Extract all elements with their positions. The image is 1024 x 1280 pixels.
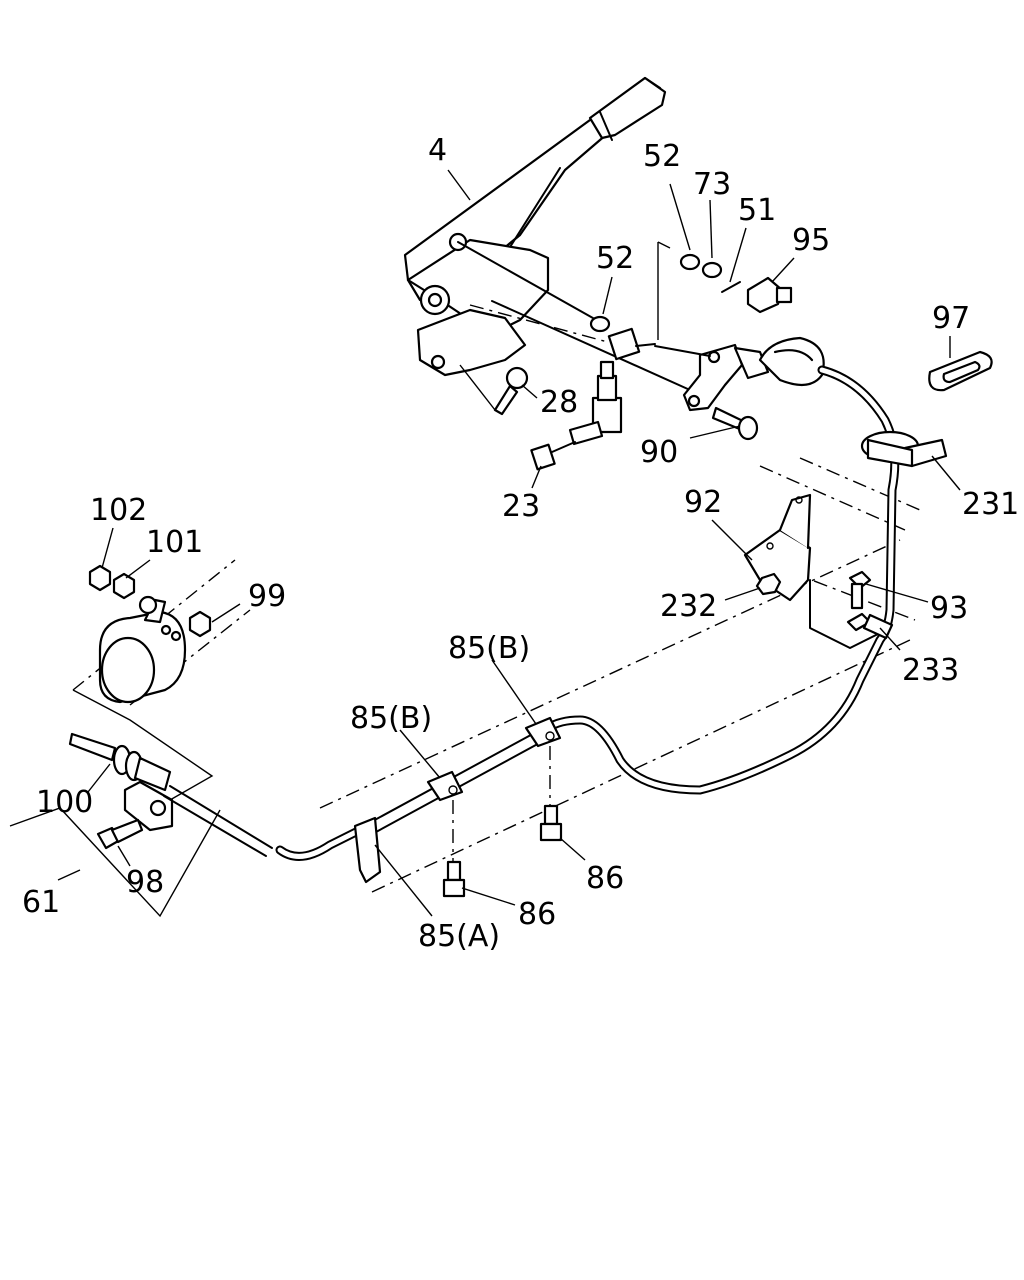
leader-lines [9, 169, 961, 918]
front-cable-61 [68, 729, 546, 861]
label-232: 232 [660, 589, 717, 624]
parking-brake-lever [403, 76, 691, 411]
nut-99 [188, 610, 212, 638]
brake-switch [530, 360, 623, 471]
label-90: 90 [640, 435, 678, 470]
label-85a: 85(A) [418, 919, 500, 954]
label-101: 101 [146, 525, 203, 560]
clip-85a [353, 816, 382, 884]
bolt-86-a [442, 800, 466, 898]
label-97: 97 [932, 301, 970, 336]
label-86-b: 86 [586, 861, 624, 896]
label-51: 51 [738, 193, 776, 228]
grommet-97 [928, 350, 993, 392]
label-86-a: 86 [518, 897, 556, 932]
clip-85b-2 [524, 716, 562, 748]
callout-labels: 4 52 73 51 95 52 97 28 90 23 231 92 102 … [22, 133, 1019, 954]
bolt-86-b [539, 746, 563, 842]
bolt-98 [96, 818, 144, 850]
nut-101 [112, 572, 136, 600]
clip-233 [862, 613, 894, 640]
nut-102 [88, 564, 112, 592]
actuator-housing [98, 595, 187, 704]
label-73: 73 [693, 167, 731, 202]
label-99: 99 [248, 579, 286, 614]
label-28: 28 [540, 385, 578, 420]
label-52-b: 52 [596, 241, 634, 276]
bolt-28 [493, 366, 529, 416]
label-231: 231 [962, 487, 1019, 522]
label-61: 61 [22, 885, 60, 920]
label-52-a: 52 [643, 139, 681, 174]
pivot-hardware [589, 241, 793, 361]
label-102: 102 [90, 493, 147, 528]
clip-231 [860, 430, 948, 468]
label-233: 233 [902, 653, 959, 688]
label-98: 98 [126, 865, 164, 900]
nut-232 [755, 572, 782, 596]
label-100: 100 [36, 785, 93, 820]
label-85b-2: 85(B) [448, 631, 530, 666]
label-95: 95 [792, 223, 830, 258]
clip-85b-1 [426, 770, 464, 802]
label-4: 4 [428, 133, 447, 168]
label-93: 93 [930, 591, 968, 626]
label-92: 92 [684, 485, 722, 520]
label-23: 23 [502, 489, 540, 524]
label-85b-1: 85(B) [350, 701, 432, 736]
